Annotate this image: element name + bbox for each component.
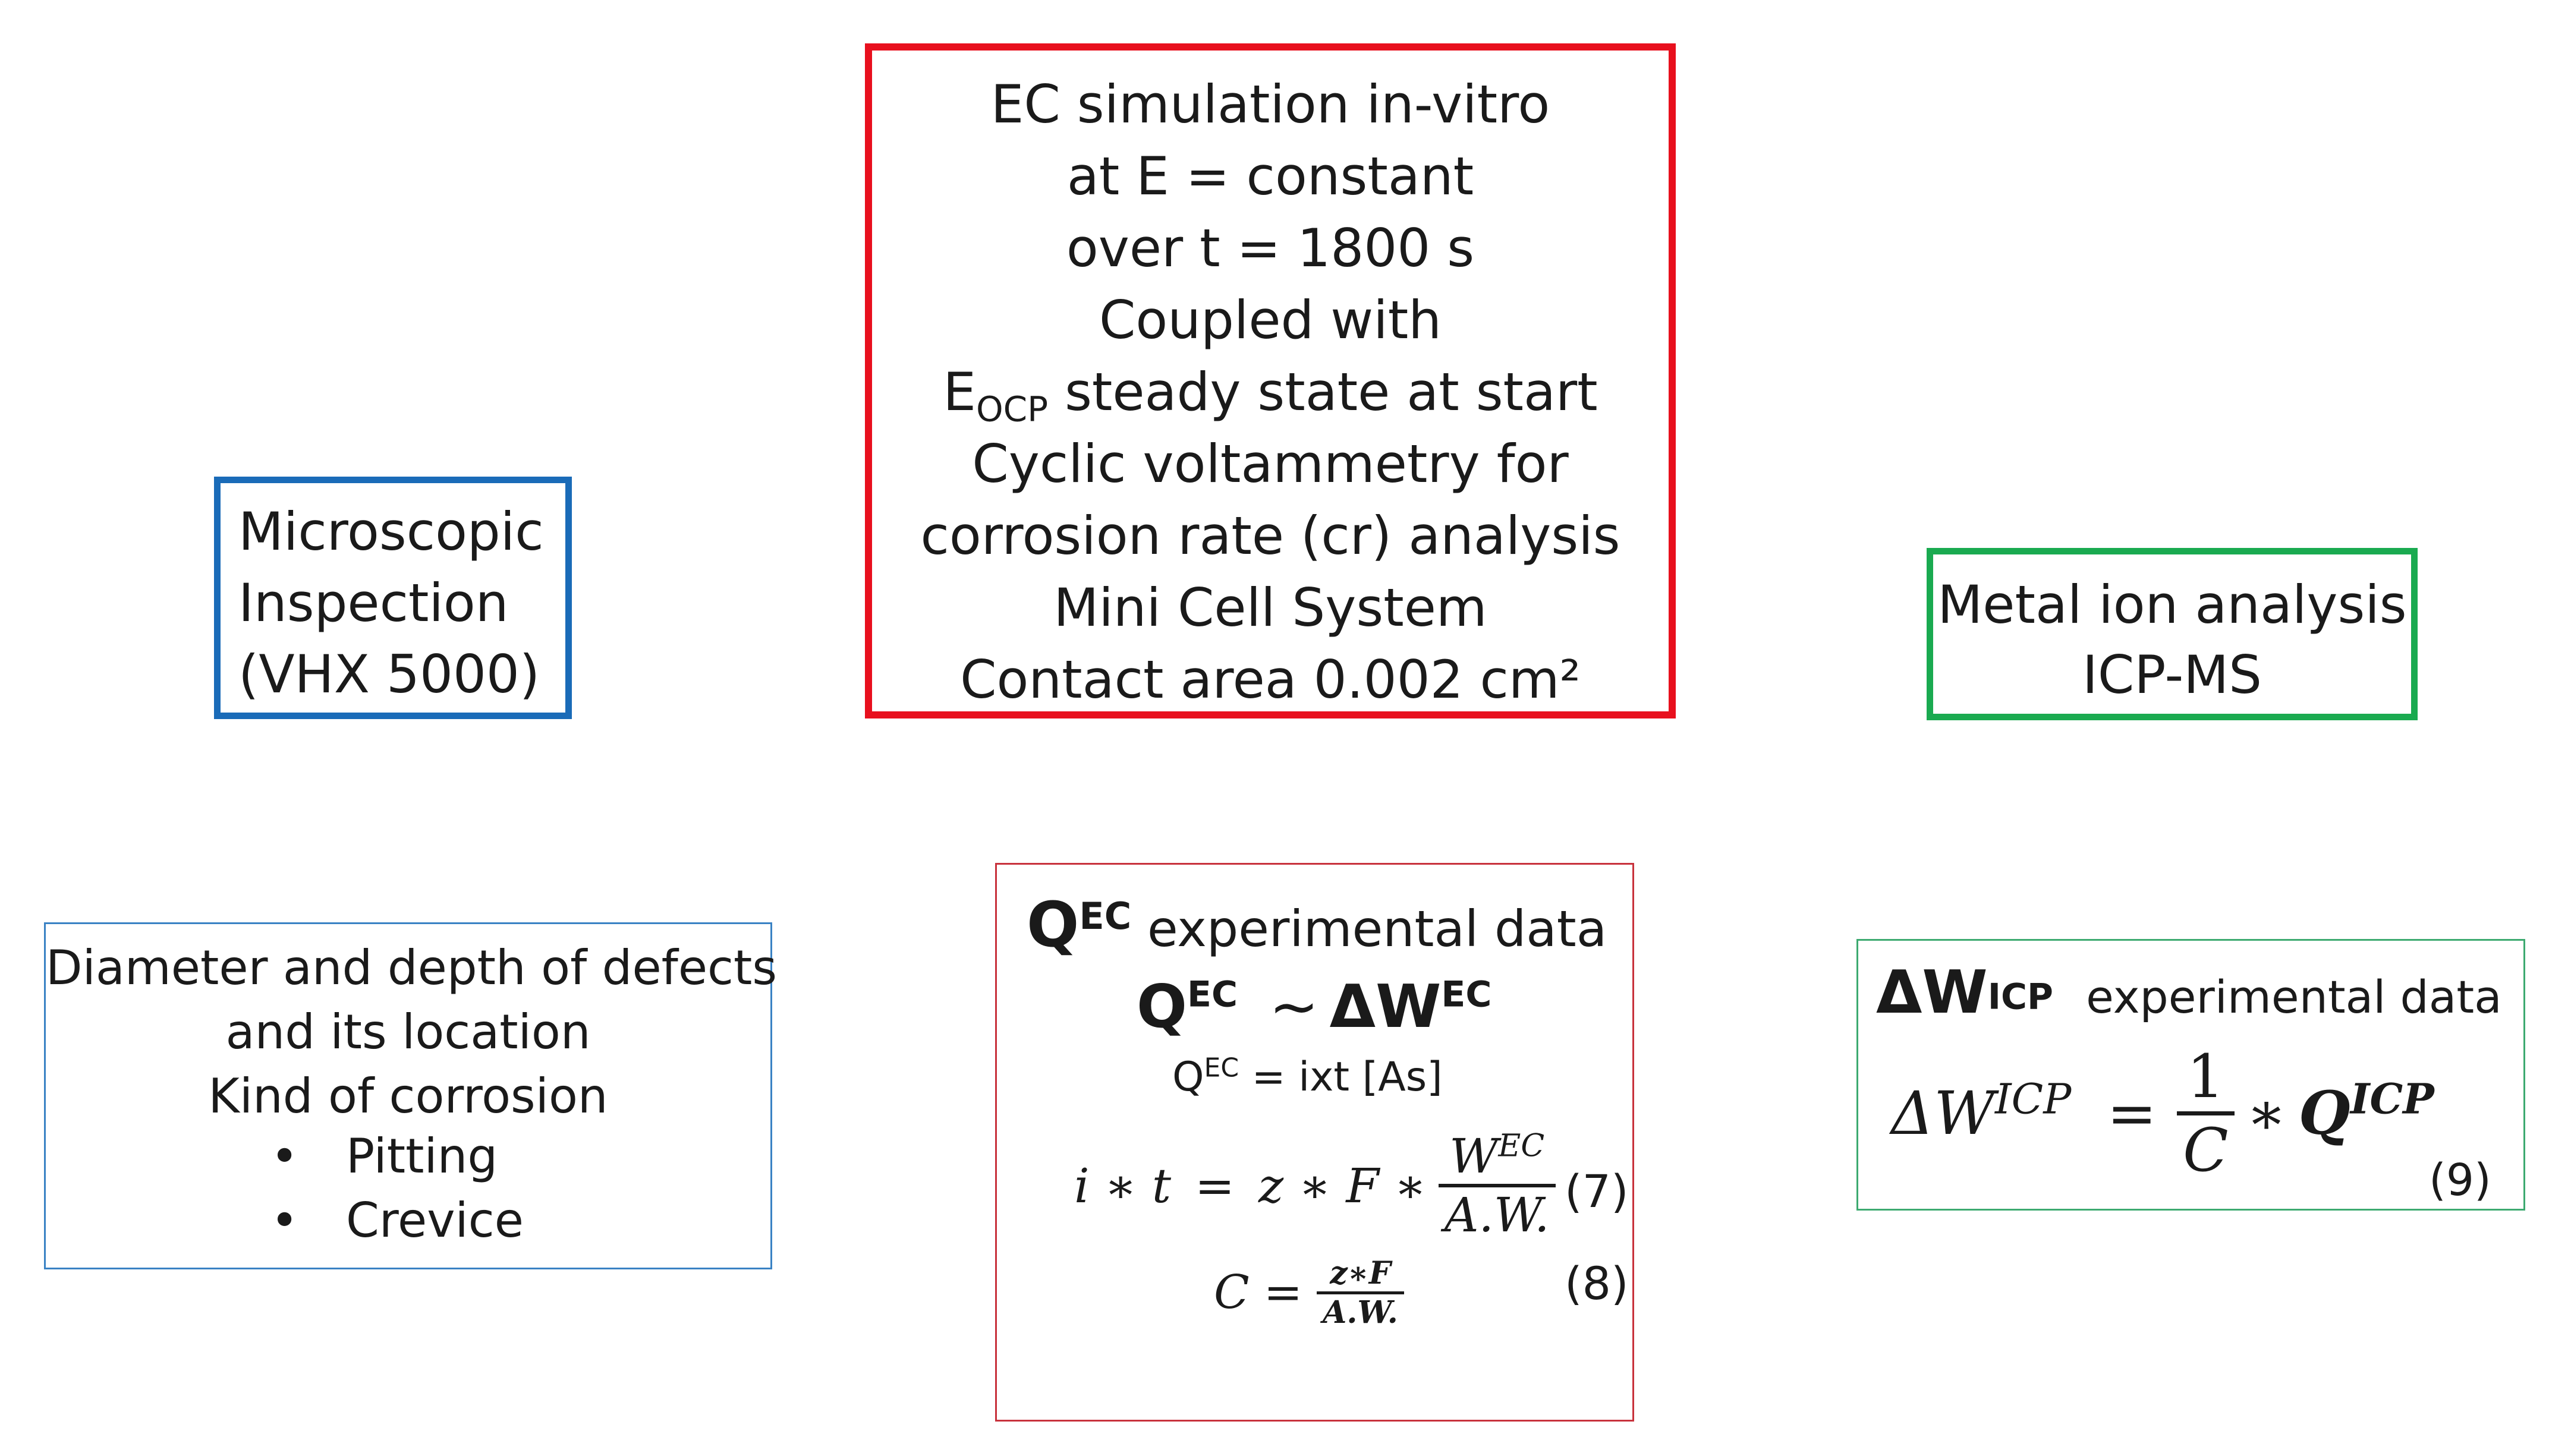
bullet-item-crevice: • Crevice <box>46 1193 770 1257</box>
ec-line-9: Contact area 0.002 cm² <box>960 649 1581 710</box>
eq8-tag: (8) <box>1565 1257 1629 1310</box>
micro-line-2: Inspection <box>238 572 509 634</box>
eq9-denominator: C <box>2177 1111 2235 1185</box>
eq7-numerator: WEC <box>1443 1129 1550 1184</box>
eq9-mul: ∗ <box>2246 1078 2287 1148</box>
metal-line-1: Metal ion analysis <box>1937 574 2407 635</box>
bullet-text-crevice: Crevice <box>346 1193 524 1248</box>
eq9-q-sup: ICP <box>2350 1074 2434 1124</box>
eocp-sub: OCP <box>975 389 1049 430</box>
eq9-q-letter: Q <box>2298 1078 2350 1148</box>
eq7-tag: (7) <box>1565 1165 1629 1218</box>
bullet-icon: • <box>270 1193 299 1248</box>
eq8-numerator: z∗F <box>1330 1255 1391 1291</box>
dw-title: ΔWICP experimental data <box>1876 957 2502 1027</box>
eq9-equals: = <box>2107 1078 2157 1148</box>
eq9-numerator: 1 <box>2186 1041 2225 1111</box>
qec-title-sup: EC <box>1079 894 1132 938</box>
eocp-rest: steady state at start <box>1048 361 1598 423</box>
micro-line-3: (VHX 5000) <box>238 644 540 705</box>
eq8-equals: = <box>1263 1266 1303 1319</box>
dw-title-sup: ICP <box>1987 976 2054 1018</box>
eq7-num-w: W <box>1449 1129 1499 1184</box>
eq9-tag: (9) <box>2429 1155 2491 1206</box>
eq8-lhs: C <box>1214 1266 1250 1319</box>
ec-line-6: Cyclic voltammetry for <box>972 433 1569 494</box>
delta-w-icp-box: ΔWICP experimental data ΔWICP = 1 C ∗ QI… <box>1856 939 2525 1211</box>
qec-title-rest: experimental data <box>1131 900 1607 958</box>
equation-9: ΔWICP = 1 C ∗ QICP <box>1891 1039 2434 1187</box>
ec-line-8: Mini Cell System <box>1053 577 1487 638</box>
dw-title-dw: ΔW <box>1876 957 1988 1027</box>
eq9-q: QICP <box>2299 1078 2434 1148</box>
eq7-equals: = <box>1194 1158 1235 1214</box>
dw-title-rest: experimental data <box>2086 970 2502 1023</box>
def-rest: = ixt [As] <box>1239 1054 1443 1101</box>
rel-dw: ΔW <box>1329 972 1442 1041</box>
metal-line-2: ICP-MS <box>2082 644 2262 705</box>
defects-line-1: Diameter and depth of defects <box>46 940 778 995</box>
ec-line-1: EC simulation in-vitro <box>990 74 1550 135</box>
qec-experimental-box: QEC experimental data QEC ~ΔWEC QEC = ix… <box>995 863 1634 1422</box>
eq9-lhs-sup: ICP <box>1995 1074 2072 1124</box>
eq8-denominator: A.W. <box>1317 1291 1404 1331</box>
eq7-fraction: WEC A.W. <box>1438 1129 1556 1243</box>
eq7-num-sup: EC <box>1498 1128 1545 1164</box>
bullet-icon: • <box>270 1129 299 1184</box>
eocp-base: E <box>943 361 976 423</box>
eq7-denominator: A.W. <box>1438 1184 1556 1243</box>
metal-ion-analysis-box: Metal ion analysis ICP-MS <box>1927 548 2418 720</box>
def-sup: EC <box>1204 1052 1239 1083</box>
eq9-fraction: 1 C <box>2177 1042 2235 1185</box>
rel-tilde: ~ <box>1269 972 1319 1041</box>
qec-relation: QEC ~ΔWEC <box>1137 972 1491 1041</box>
ec-simulation-box: EC simulation in-vitro at E = constant o… <box>865 43 1676 718</box>
eq7-mid: z ∗ F ∗ <box>1258 1158 1427 1214</box>
microscopic-inspection-box: Microscopic Inspection (VHX 5000) <box>214 477 572 719</box>
defects-line-3: Kind of corrosion <box>208 1069 608 1124</box>
bullet-item-pitting: • Pitting <box>46 1129 770 1193</box>
equation-7: i ∗ t = z ∗ F ∗ WEC A.W. <box>1074 1114 1556 1257</box>
ec-line-4: Coupled with <box>1099 289 1442 351</box>
ec-line-eocp: EOCP steady state at start <box>872 356 1669 428</box>
eq9-lhs-dw: ΔW <box>1891 1078 1995 1148</box>
rel-q: Q <box>1137 972 1188 1041</box>
defects-line-2: and its location <box>225 1004 591 1060</box>
defects-box: Diameter and depth of defects and its lo… <box>44 922 778 1269</box>
qec-title: QEC experimental data <box>1027 888 1607 961</box>
def-q: Q <box>1172 1054 1204 1101</box>
qec-title-q: Q <box>1027 888 1080 961</box>
micro-line-1: Microscopic <box>238 501 544 562</box>
ec-line-7: corrosion rate (cr) analysis <box>920 505 1620 566</box>
eq7-lhs: i ∗ t <box>1074 1158 1171 1214</box>
bullet-text-pitting: Pitting <box>346 1129 498 1184</box>
ec-line-3: over t = 1800 s <box>1066 218 1475 279</box>
qec-definition: QEC = ixt [As] <box>1172 1054 1443 1101</box>
eq8-fraction: z∗F A.W. <box>1317 1255 1404 1331</box>
equation-8: C = z∗F A.W. <box>1214 1236 1404 1349</box>
rel-sup: EC <box>1187 973 1238 1016</box>
rel-sup2: EC <box>1441 973 1492 1016</box>
eq9-lhs: ΔWICP <box>1891 1078 2071 1148</box>
ec-line-2: at E = constant <box>1066 146 1474 207</box>
